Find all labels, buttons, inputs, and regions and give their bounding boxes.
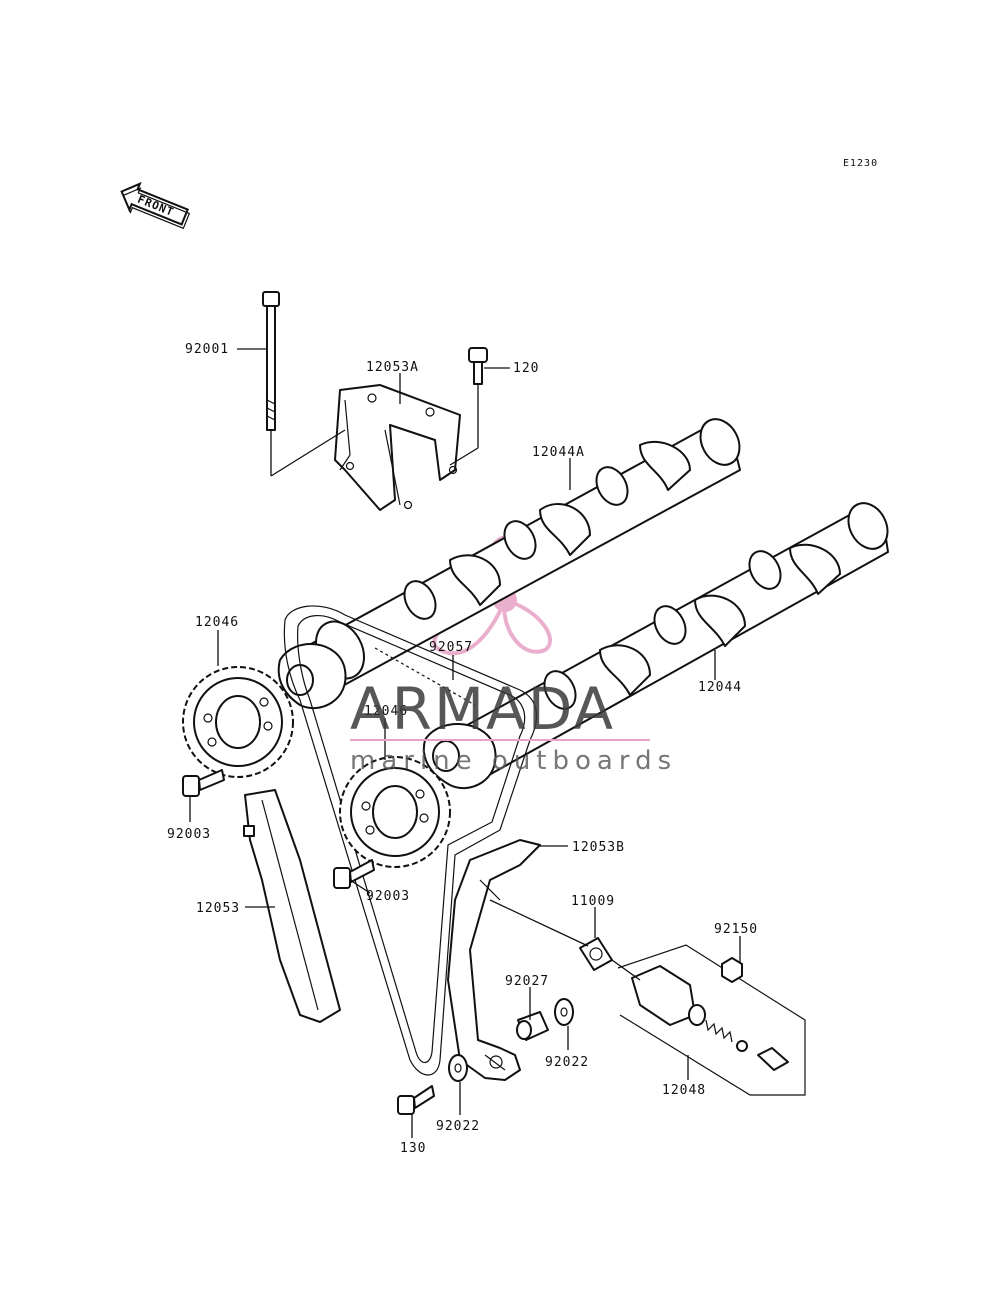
camshaft-12044 bbox=[422, 502, 889, 790]
label-120: 120 bbox=[513, 361, 539, 376]
label-92022-bottom: 92022 bbox=[436, 1119, 480, 1134]
bolt-120 bbox=[468, 347, 488, 385]
label-130: 130 bbox=[400, 1141, 426, 1156]
diagram-code: E1230 bbox=[843, 158, 878, 169]
chain-guide-bracket-12053a bbox=[334, 384, 461, 511]
label-92027: 92027 bbox=[505, 974, 549, 989]
long-bolt-92001 bbox=[262, 291, 280, 431]
washer-92022-bottom bbox=[448, 1054, 468, 1082]
collar-92027 bbox=[516, 1011, 549, 1041]
label-12053: 12053 bbox=[196, 901, 240, 916]
label-92022-right: 92022 bbox=[545, 1055, 589, 1070]
bolt-130 bbox=[397, 1085, 435, 1115]
label-92001: 92001 bbox=[185, 342, 229, 357]
watermark-title: ARMADA bbox=[350, 675, 615, 743]
label-92150: 92150 bbox=[714, 922, 758, 937]
washer-92022-right bbox=[554, 998, 574, 1026]
sprocket-12046-upper bbox=[182, 666, 294, 778]
watermark-subtitle: marine outboards bbox=[350, 746, 677, 776]
label-92057: 92057 bbox=[429, 640, 473, 655]
front-arrow-icon: FRONT bbox=[120, 181, 191, 230]
cam-chain-92057 bbox=[283, 605, 538, 1076]
bolt-92150 bbox=[721, 957, 743, 983]
sprocket-12046-lower bbox=[339, 756, 451, 868]
label-12053b: 12053B bbox=[572, 840, 625, 855]
label-12053a: 12053A bbox=[366, 360, 419, 375]
tensioner-assembly-12048 bbox=[617, 944, 806, 1096]
label-12046-upper: 12046 bbox=[195, 615, 239, 630]
bolt-92003-upper bbox=[182, 769, 225, 797]
gasket-11009 bbox=[579, 937, 613, 971]
chain-guide-12053 bbox=[243, 789, 341, 1023]
label-92003-upper: 92003 bbox=[167, 827, 211, 842]
bolt-92003-lower bbox=[333, 859, 375, 889]
label-11009: 11009 bbox=[571, 894, 615, 909]
label-12048: 12048 bbox=[662, 1083, 706, 1098]
camshaft-12044a bbox=[277, 418, 741, 710]
label-12044a: 12044A bbox=[532, 445, 585, 460]
label-12044: 12044 bbox=[698, 680, 742, 695]
tensioner-guide-12053b bbox=[447, 839, 541, 1081]
label-92003-lower: 92003 bbox=[366, 889, 410, 904]
label-12046-lower: 12046 bbox=[364, 704, 408, 719]
